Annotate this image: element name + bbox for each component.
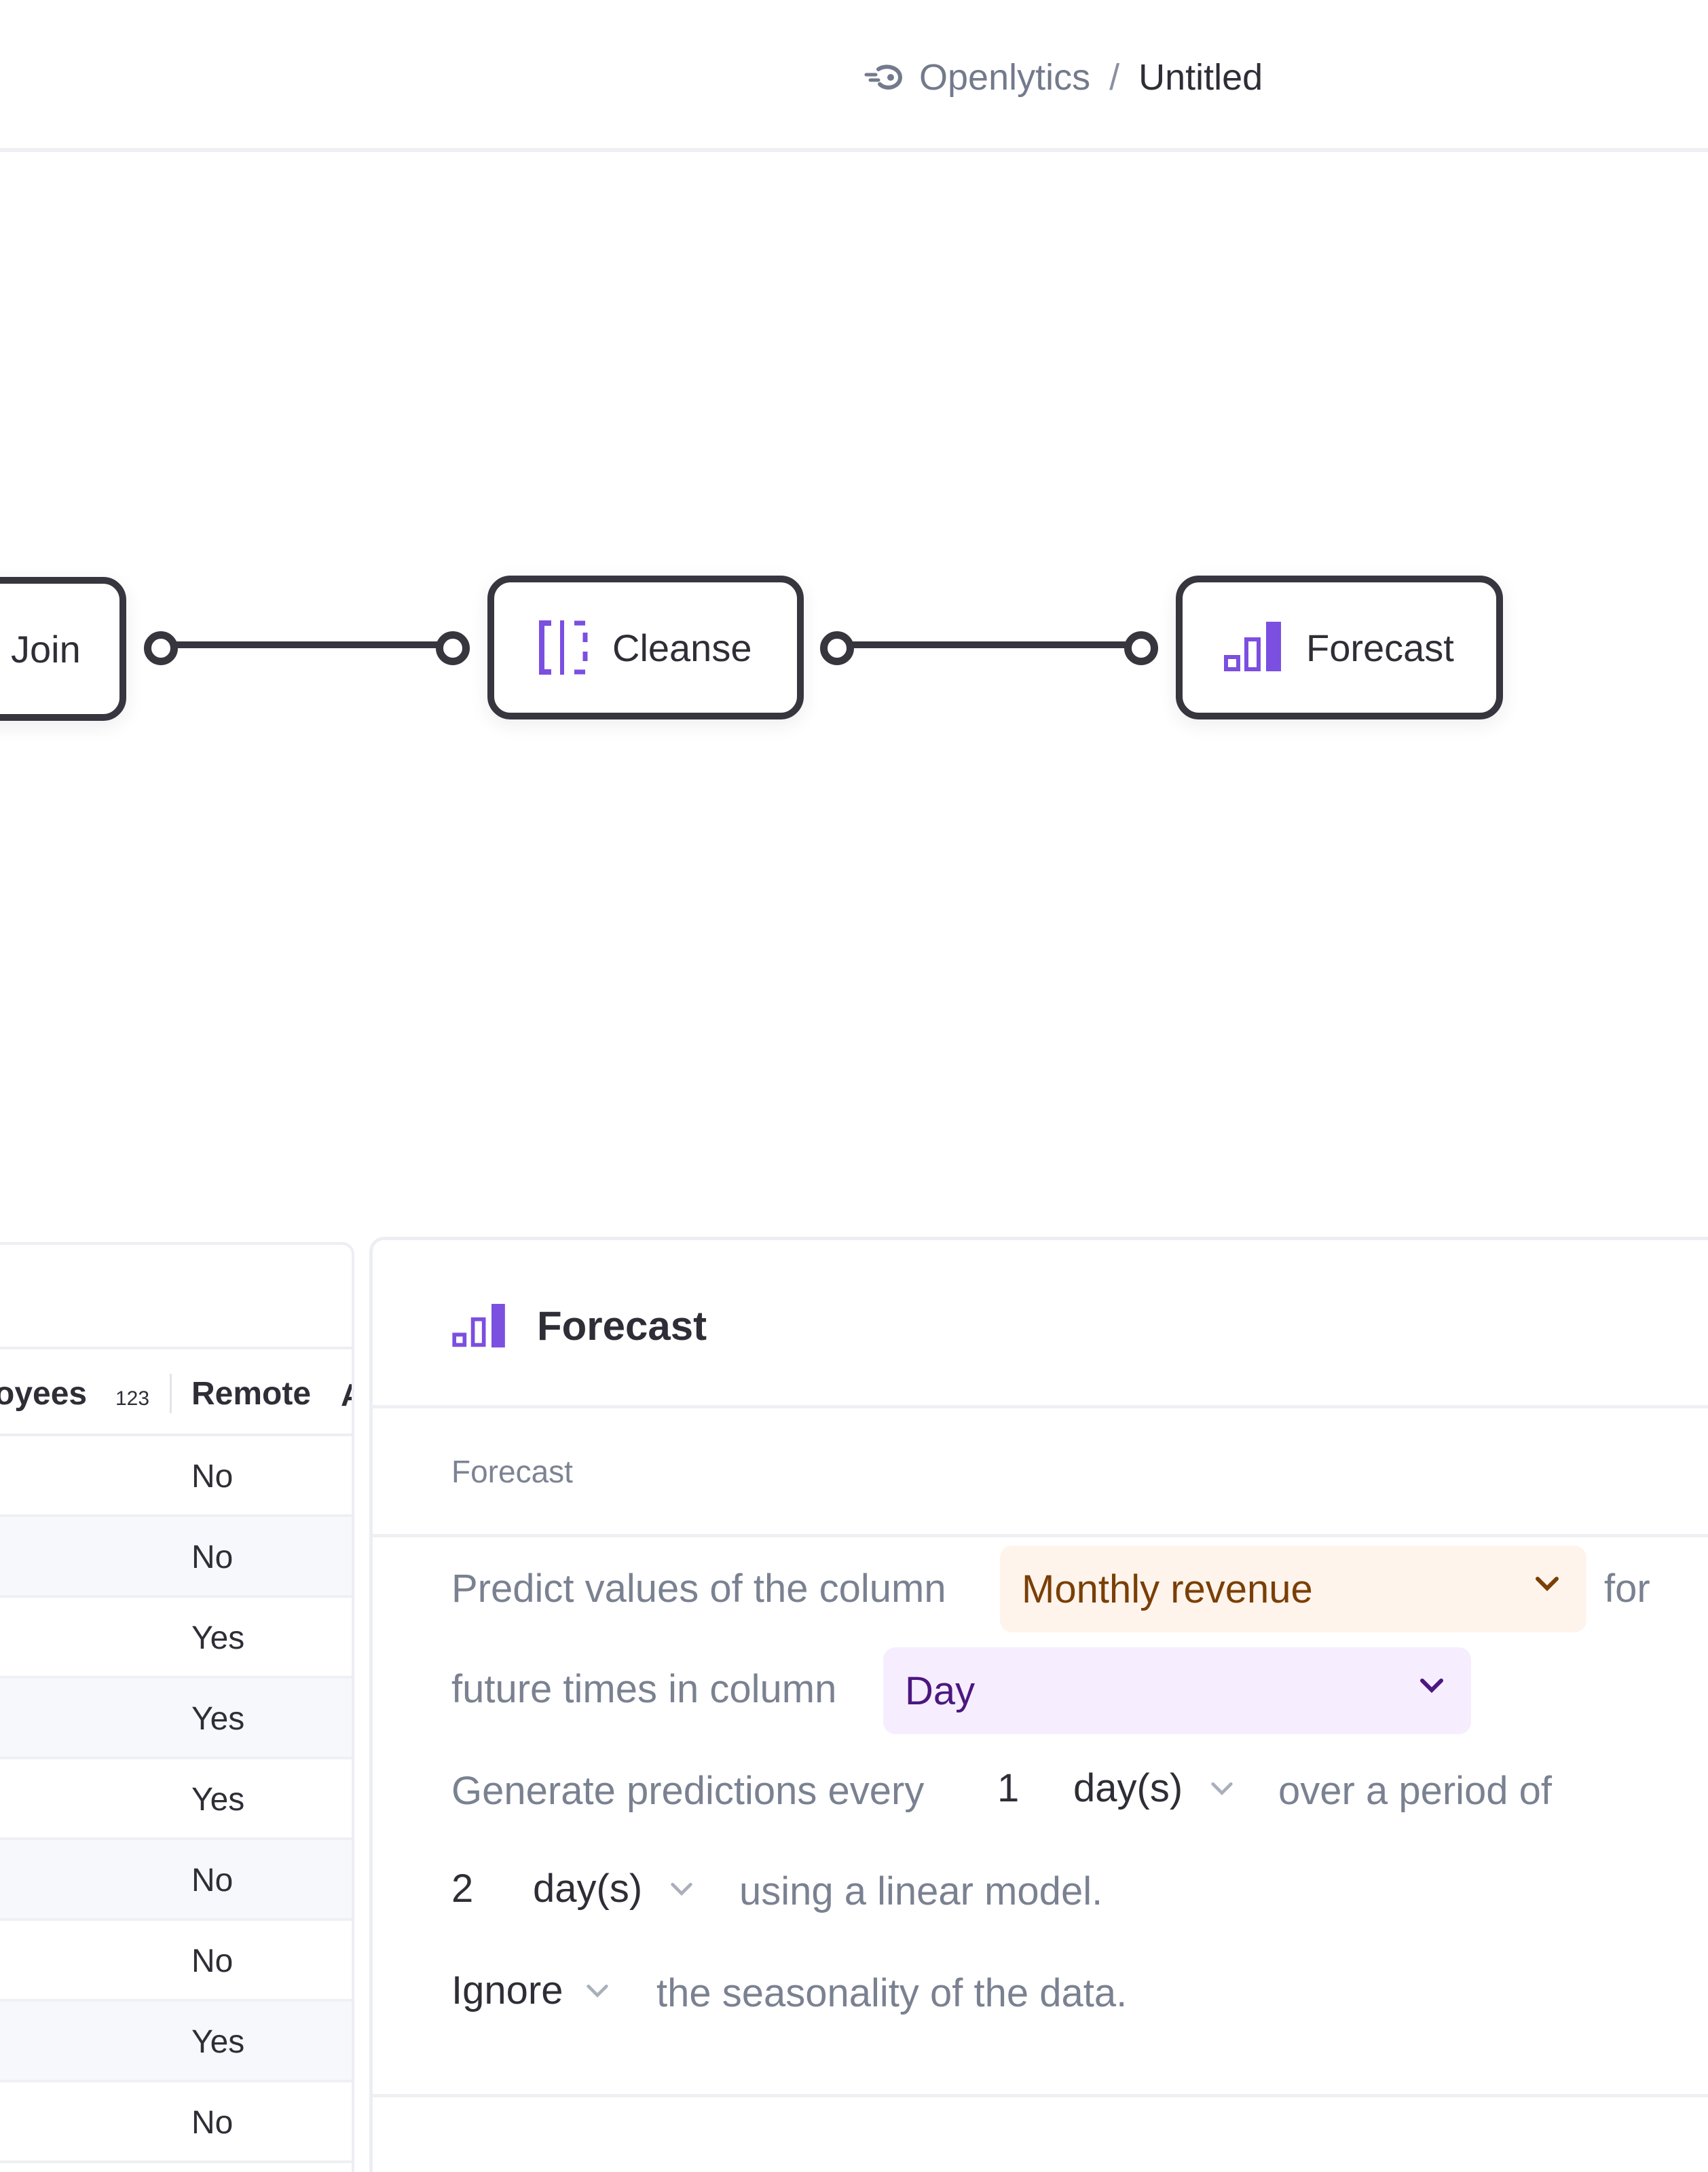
section-label: Forecast: [451, 1454, 573, 1489]
chevron-down-icon: [1420, 1679, 1443, 1693]
column-divider[interactable]: [170, 1374, 172, 1413]
forecast-sentence: Predict values of the column Monthly rev…: [373, 1537, 1708, 2094]
breadcrumb: Openlytics / Untitled: [864, 53, 1263, 102]
flow-node-label: Cleanse: [612, 626, 752, 669]
column-header-next[interactable]: A: [341, 1377, 352, 1413]
panel-divider: [373, 2094, 1708, 2097]
input-port[interactable]: [1124, 631, 1158, 665]
flow-edge: [849, 641, 1139, 648]
split-columns-icon: [539, 620, 588, 675]
table-row: No: [0, 2082, 352, 2163]
output-port[interactable]: [144, 631, 178, 665]
generate-text: Generate predictions every: [451, 1769, 925, 1813]
openlytics-logo-icon: [864, 64, 903, 90]
output-port[interactable]: [820, 631, 854, 665]
flow-node-forecast[interactable]: Forecast: [1176, 576, 1503, 719]
app-name-link[interactable]: Openlytics: [919, 57, 1091, 98]
panel-header: Forecast: [373, 1240, 1708, 1408]
table-cell: No: [191, 1539, 234, 1575]
table-cell: Yes: [191, 2024, 245, 2060]
table-row: Yes: [0, 1679, 352, 1759]
table-row: Yes: [0, 1759, 352, 1840]
table-cell: No: [191, 1862, 234, 1898]
period-unit-select[interactable]: day(s): [533, 1867, 643, 1911]
for-text: for: [1604, 1567, 1650, 1611]
flow-edge: [172, 641, 445, 648]
model-text: using a linear model.: [739, 1869, 1103, 1913]
table-cell: Yes: [191, 1620, 245, 1656]
table-row: No: [0, 1840, 352, 1921]
flow-node-cleanse[interactable]: Cleanse: [487, 576, 804, 719]
predict-prefix-text: Predict values of the column: [451, 1567, 946, 1611]
period-text: over a period of: [1278, 1769, 1553, 1813]
table-row: No: [0, 1517, 352, 1598]
time-column-select[interactable]: Day: [883, 1647, 1471, 1734]
seasonality-text: the seasonality of the data.: [656, 1971, 1128, 2015]
chevron-down-icon[interactable]: [1209, 1780, 1235, 1797]
chevron-down-icon: [1536, 1577, 1559, 1592]
chevron-down-icon[interactable]: [669, 1881, 694, 1897]
table-header: oyees 123 Remote A: [0, 1347, 352, 1436]
table-row: Yes: [0, 2002, 352, 2082]
table-cell: No: [191, 2105, 234, 2141]
number-type-badge: 123: [115, 1387, 150, 1410]
table-row: No: [0, 1921, 352, 2002]
breadcrumb-separator: /: [1109, 57, 1120, 98]
target-column-select[interactable]: Monthly revenue: [1000, 1546, 1586, 1632]
interval-unit-select[interactable]: day(s): [1073, 1766, 1183, 1810]
period-input[interactable]: 2: [451, 1867, 474, 1911]
column-header-employees[interactable]: oyees: [0, 1376, 88, 1412]
chevron-down-icon[interactable]: [584, 1983, 610, 1999]
flow-node-label: Forecast: [1306, 626, 1454, 669]
bar-chart-icon: [452, 1304, 505, 1348]
interval-input[interactable]: 1: [997, 1766, 1020, 1810]
forecast-config-panel: Forecast Forecast Predict values of the …: [369, 1237, 1708, 2172]
section-label-row: Forecast: [373, 1408, 1708, 1537]
table-cell: Yes: [191, 1782, 245, 1818]
table-cell: Yes: [191, 1701, 245, 1737]
data-preview-table: oyees 123 Remote A No No Yes Yes Yes No …: [0, 1242, 354, 2172]
column-header-remote[interactable]: Remote: [191, 1376, 312, 1412]
input-port[interactable]: [436, 631, 470, 665]
table-row: Yes: [0, 1598, 352, 1679]
flow-canvas[interactable]: Join Cleanse Forecast: [0, 156, 1708, 1215]
bar-chart-icon: [1224, 622, 1281, 671]
panel-title: Forecast: [537, 1303, 707, 1349]
flow-node-join[interactable]: Join: [0, 577, 126, 721]
table-cell: No: [191, 1943, 234, 1979]
seasonality-select[interactable]: Ignore: [451, 1968, 563, 2012]
table-cell: No: [191, 1459, 234, 1495]
target-column-value: Monthly revenue: [1022, 1567, 1313, 1611]
top-bar: Openlytics / Untitled: [0, 0, 1708, 152]
time-column-value: Day: [905, 1668, 976, 1713]
table-row: No: [0, 1436, 352, 1517]
future-times-text: future times in column: [451, 1667, 837, 1711]
flow-node-label: Join: [11, 627, 81, 671]
document-title[interactable]: Untitled: [1138, 57, 1263, 98]
